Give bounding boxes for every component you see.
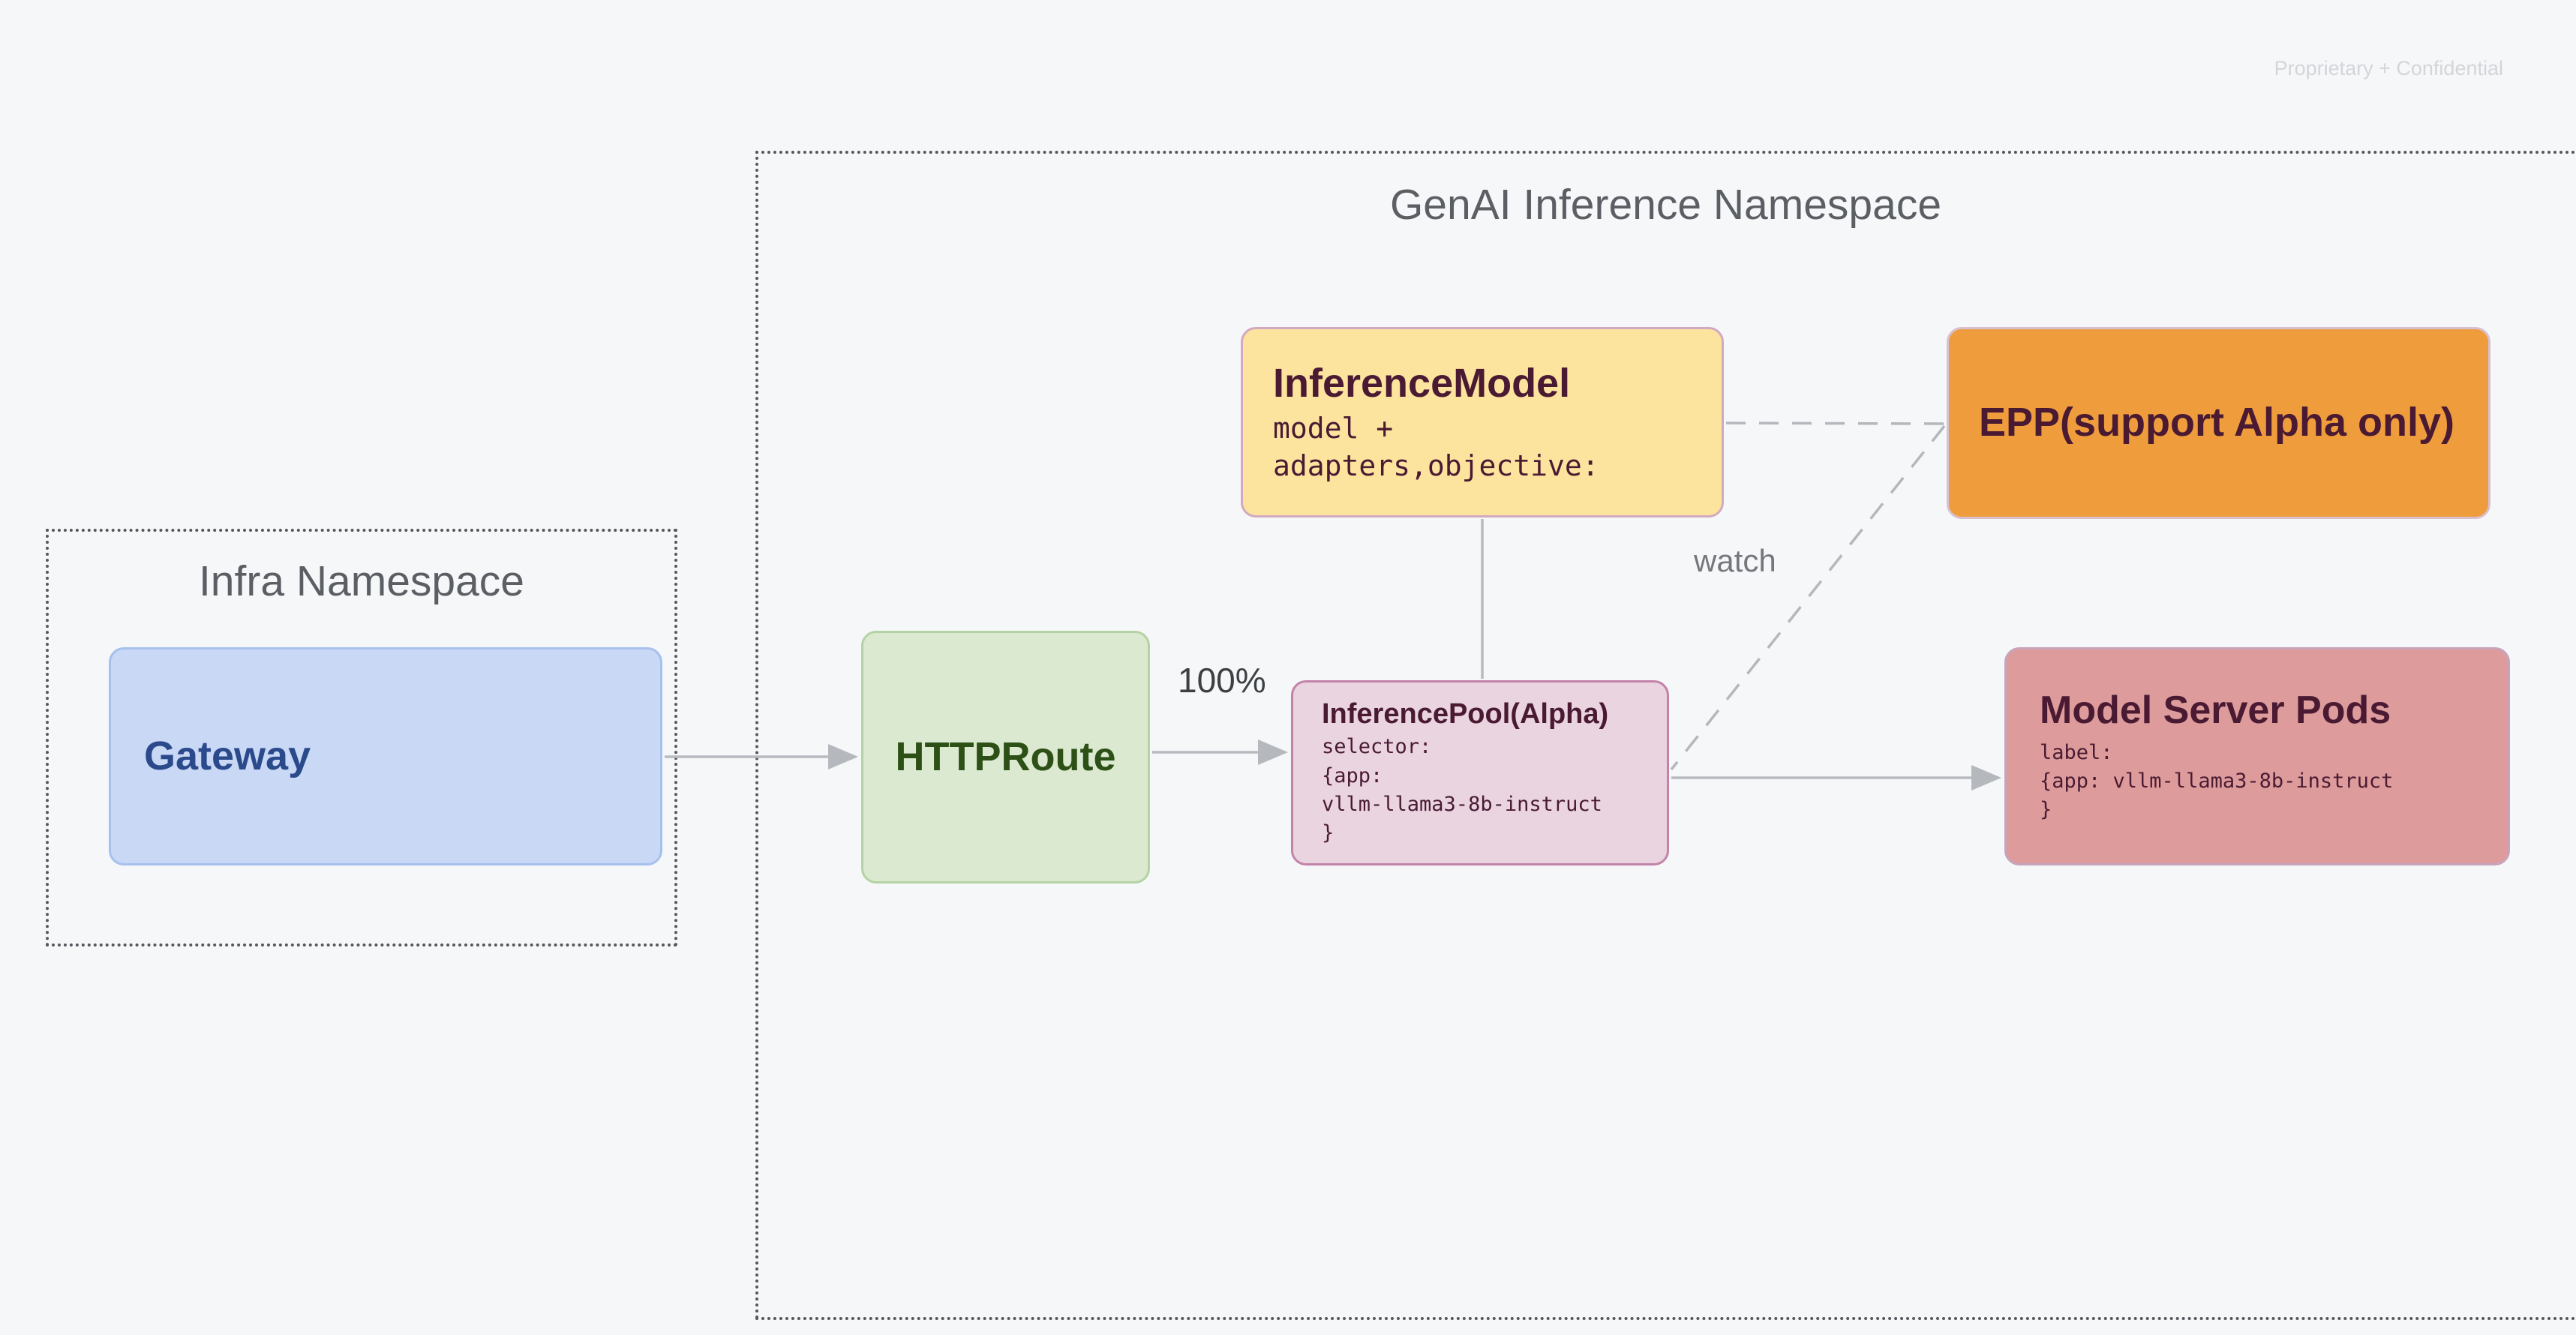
model-server-pods-code-line: label: bbox=[2040, 740, 2113, 764]
infra-namespace-title: Infra Namespace bbox=[198, 557, 525, 605]
edge-inferencemodel-to-epp-dashed bbox=[1725, 422, 1945, 425]
inference-pool-title: InferencePool(Alpha) bbox=[1322, 698, 1609, 730]
genai-namespace-title: GenAI Inference Namespace bbox=[1389, 181, 1942, 229]
inference-model-code-line: adapters,objective: bbox=[1273, 448, 1599, 482]
genai-namespace-frame bbox=[755, 151, 2576, 1320]
inference-pool-code-line: vllm-llama3-8b-instruct bbox=[1322, 792, 1602, 816]
inference-model-node: InferenceModel model + adapters,objectiv… bbox=[1241, 327, 1724, 518]
httproute-title: HTTPRoute bbox=[895, 734, 1116, 779]
inference-pool-code-line: {app: bbox=[1322, 764, 1383, 788]
infra-namespace-frame bbox=[46, 529, 677, 946]
model-server-pods-code-line: {app: vllm-llama3-8b-instruct bbox=[2040, 770, 2394, 794]
confidential-notice: Proprietary + Confidential bbox=[2274, 57, 2503, 80]
watch-label: watch bbox=[1694, 543, 1776, 578]
inference-pool-code-line: } bbox=[1322, 821, 1335, 845]
epp-title: EPP(support Alpha only) bbox=[1979, 400, 2454, 446]
model-server-pods-code-line: } bbox=[2040, 798, 2052, 822]
edge-epp-to-inferencepool-dashed bbox=[1670, 424, 1946, 771]
google-watermark: Google bbox=[2427, 1322, 2576, 1335]
inference-model-code-line: model + bbox=[1273, 412, 1394, 446]
gateway-node: Gateway bbox=[109, 647, 662, 866]
inference-pool-code-line: selector: bbox=[1322, 735, 1432, 759]
inference-pool-node: InferencePool(Alpha) selector: {app: vll… bbox=[1291, 680, 1669, 866]
httproute-node: HTTPRoute bbox=[861, 631, 1150, 884]
epp-node: EPP(support Alpha only) bbox=[1947, 327, 2490, 519]
route-weight-label: 100% bbox=[1178, 661, 1266, 700]
model-server-pods-node: Model Server Pods label: {app: vllm-llam… bbox=[2004, 647, 2510, 866]
gateway-title: Gateway bbox=[144, 733, 311, 778]
inference-model-title: InferenceModel bbox=[1273, 360, 1571, 406]
model-server-pods-title: Model Server Pods bbox=[2040, 688, 2391, 733]
